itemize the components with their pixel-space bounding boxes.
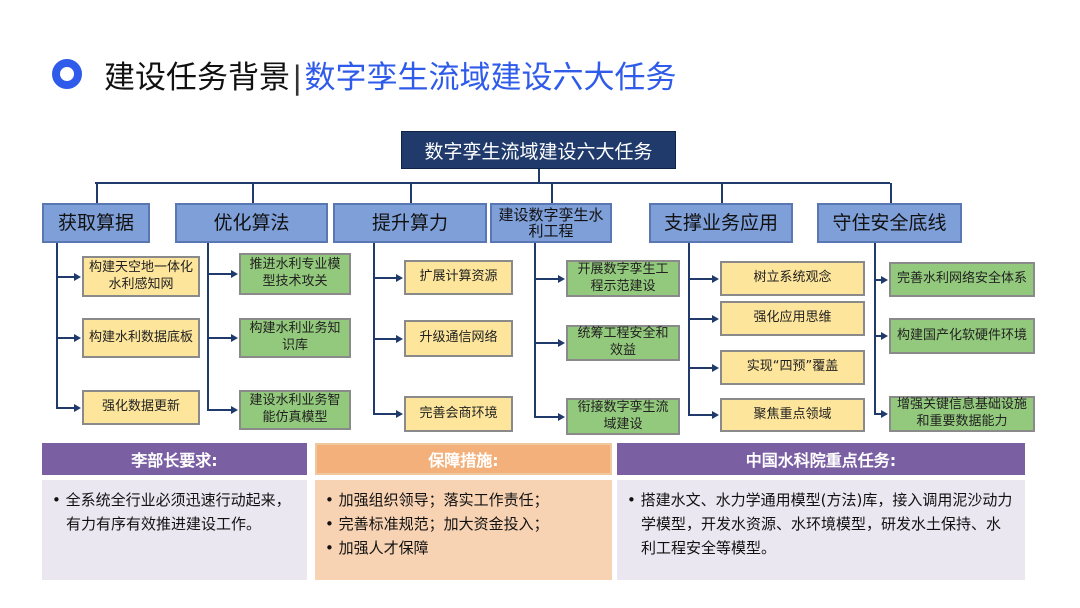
task-box: 构建国产化软硬件环境 [889,318,1035,354]
panel-header-minister: 李部长要求: [42,443,307,475]
branch-connector [207,337,233,339]
task-box: 完善会商环境 [404,396,513,432]
branch-connector [56,337,76,339]
task-box: 强化数据更新 [82,390,200,425]
root-node: 数字孪生流域建设六大任务 [401,131,676,169]
category-box: 建设数字孪生水利工程 [490,203,612,243]
panel-header-measures: 保障措施: [315,443,612,475]
arrow-icon [74,403,81,412]
title-separator: | [292,60,303,96]
branch-connector [207,409,233,411]
task-box: 衔接数字孪生流域建设 [566,398,680,435]
arrow-icon [74,334,81,342]
task-box: 建设水利业务智能仿真模型 [239,390,351,430]
branch-connector [688,277,714,280]
task-box: 树立系统观念 [720,261,865,296]
branch-line [56,243,58,408]
title-main: 建设任务背景 [104,60,290,96]
panel-item: • 加强组织领导；落实工作责任； [325,491,549,509]
branch-connector [688,366,714,369]
arrow-icon [231,270,238,278]
category-box: 优化算法 [175,203,328,243]
arrow-icon [881,275,888,284]
panel-item: • 全系统全行业必须迅速行动起来，有力有序有效推进建设工作。 [52,491,291,533]
task-box: 开展数字孪生工程示范建设 [566,260,680,297]
branch-line [373,243,375,414]
category-connector [551,183,553,203]
branch-line [688,243,690,415]
task-box: 统筹工程安全和效益 [566,325,680,361]
branch-line [874,243,876,414]
category-box: 守住安全底线 [817,203,962,243]
panel-item: • 加强人才保障 [325,539,429,557]
title-subtitle: 数字孪生流域建设六大任务 [304,60,677,96]
branch-connector [373,276,398,279]
arrow-icon [712,314,719,323]
branch-line [534,243,536,417]
branch-connector [874,413,883,415]
task-box: 完善水利网络安全体系 [889,262,1035,297]
panel-header-iwhr: 中国水科院重点任务: [617,443,1025,475]
task-box: 聚焦重点领域 [720,398,865,432]
panel-body-minister: • 全系统全行业必须迅速行动起来，有力有序有效推进建设工作。 [42,480,307,580]
category-box: 获取算据 [42,203,150,243]
arrow-icon [881,410,888,418]
branch-connector [534,342,560,344]
branch-connector [874,335,883,337]
arrow-icon [712,363,719,372]
category-connector [889,183,892,203]
branch-connector [373,413,398,415]
panel-body-iwhr: • 搭建水文、水力学通用模型(方法)库，接入调用泥沙动力学模型，开发水资源、水环… [617,480,1025,580]
arrow-icon [231,334,238,342]
arrow-icon [231,406,238,414]
arrow-icon [712,411,719,419]
category-connector [251,183,254,203]
branch-connector [56,406,76,409]
branch-connector [207,273,233,275]
branch-connector [534,277,560,280]
root-connector [538,169,540,183]
category-connector [96,183,98,203]
arrow-icon [558,274,565,283]
title-bullet-icon [52,59,82,89]
panel-item: • 搭建水文、水力学通用模型(方法)库，接入调用泥沙动力学模型，开发水资源、水环… [627,491,1013,557]
arrow-icon [74,272,81,281]
panel-item: • 完善标准规范；加大资金投入； [325,515,549,533]
branch-connector [688,317,714,320]
task-box: 构建水利数据底板 [82,318,200,358]
branch-connector [373,337,398,340]
task-box: 实现“四预”覆盖 [720,350,865,385]
arrow-icon [881,332,888,340]
horizontal-connector [95,182,890,184]
arrow-icon [396,410,403,418]
category-connector [721,183,723,203]
arrow-icon [558,339,565,347]
branch-connector [56,275,76,278]
category-box: 提升算力 [333,203,487,243]
arrow-icon [396,334,403,343]
task-box: 强化应用思维 [720,301,865,336]
arrow-icon [712,274,719,283]
arrow-icon [396,273,403,282]
arrow-icon [558,412,565,421]
category-box: 支撑业务应用 [649,203,793,243]
branch-connector [534,415,560,418]
panel-body-measures: • 加强组织领导；落实工作责任； • 完善标准规范；加大资金投入； • 加强人才保障 [315,480,612,580]
task-box: 构建天空地一体化水利感知网 [82,256,200,297]
task-box: 升级通信网络 [404,320,513,357]
task-box: 构建水利业务知识库 [239,318,351,358]
branch-connector [688,414,714,416]
task-box: 扩展计算资源 [404,260,513,295]
category-connector [410,183,412,203]
page-title: 建设任务背景|数字孪生流域建设六大任务 [104,52,676,97]
task-box: 增强关键信息基础设施和重要数据能力 [889,396,1035,432]
task-box: 推进水利专业模型技术攻关 [239,253,351,295]
branch-line [207,243,209,410]
branch-connector [874,278,883,281]
